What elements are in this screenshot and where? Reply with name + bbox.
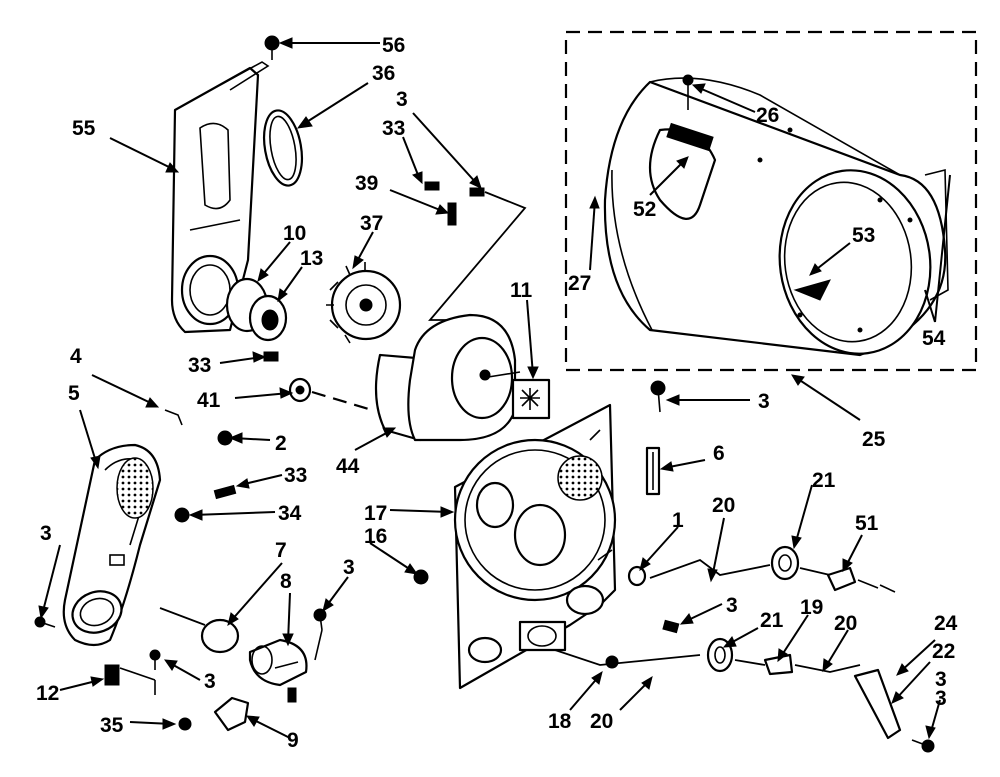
callout-35: 35 [100,714,124,737]
drum-assembly-group [564,30,978,372]
callout-7: 7 [275,539,287,562]
callout-1: 1 [672,509,684,532]
screw-16 [413,569,429,585]
callout-24: 24 [934,612,958,635]
callout-56: 56 [382,34,405,57]
screw-3-upper-right [650,380,666,413]
callout-9: 9 [287,729,299,752]
screws-33-34-3 [34,484,237,628]
drum-group-box [564,30,978,372]
air-duct-5 [62,443,162,647]
callout-13: 13 [300,247,323,270]
callout-27: 27 [568,272,591,295]
callout-21: 21 [812,469,836,492]
screw-56 [264,35,280,60]
motor-7-8 [200,618,308,703]
callout-3h: 3 [935,687,947,710]
callout-16: 16 [364,525,387,548]
callout-55: 55 [72,117,96,140]
bearing-10-13 [225,277,288,342]
duct-to-motor-line [159,607,206,626]
callout-33b: 33 [188,354,211,377]
blower-wheel-37 [326,262,402,344]
blower-housing-44 [374,313,521,442]
callout-6: 6 [713,442,725,465]
drum-baffle-53 [793,279,831,301]
lower-left-small-parts [104,608,327,732]
callout-33: 33 [382,117,405,140]
callout-4: 4 [70,345,82,368]
callout-33c: 33 [284,464,307,487]
callout-5: 5 [68,382,80,405]
callout-36: 36 [372,62,395,85]
leader-lines [38,37,951,740]
drum [603,74,949,357]
callout-11: 11 [510,279,533,302]
callout-21b: 21 [760,609,784,632]
callout-39: 39 [355,172,378,195]
callout-44: 44 [336,455,360,478]
callout-52: 52 [633,198,656,221]
lower-right-components [554,545,935,753]
callout-18: 18 [548,710,572,733]
callout-3f: 3 [935,668,947,691]
callout-41: 41 [197,389,221,412]
small-parts-33-41-4-2 [164,351,373,446]
callout-25: 25 [862,428,886,451]
callout-26: 26 [756,104,779,127]
callout-3d: 3 [343,556,355,579]
callout-53: 53 [852,224,875,247]
callout-3b: 3 [758,390,770,413]
callout-12: 12 [36,682,59,705]
callout-2: 2 [275,432,287,455]
callout-17: 17 [364,502,387,525]
callout-54: 54 [922,327,946,350]
callout-19: 19 [800,596,823,619]
callout-3c: 3 [40,522,52,545]
rear-bulkhead-17 [453,403,617,690]
screws-33-39-3-upper [424,181,485,226]
thermostat-11 [511,378,551,420]
callout-20c: 20 [590,710,613,733]
bracket-6 [645,446,661,496]
callout-37: 37 [360,212,383,235]
callout-34: 34 [278,502,302,525]
callout-3g: 3 [204,670,216,693]
callout-3e: 3 [726,594,738,617]
front-bulkhead-55 [170,61,270,334]
callout-22: 22 [932,640,955,663]
callout-20b: 20 [834,612,857,635]
seal-36 [262,109,304,187]
callout-8: 8 [280,570,292,593]
callout-51: 51 [855,512,879,535]
callout-3: 3 [396,88,408,111]
callout-labels: 56 36 3 55 33 39 37 10 13 11 26 52 53 27… [36,34,958,752]
callout-10: 10 [283,222,306,245]
bracket-9 [213,696,250,732]
callout-20: 20 [712,494,735,517]
